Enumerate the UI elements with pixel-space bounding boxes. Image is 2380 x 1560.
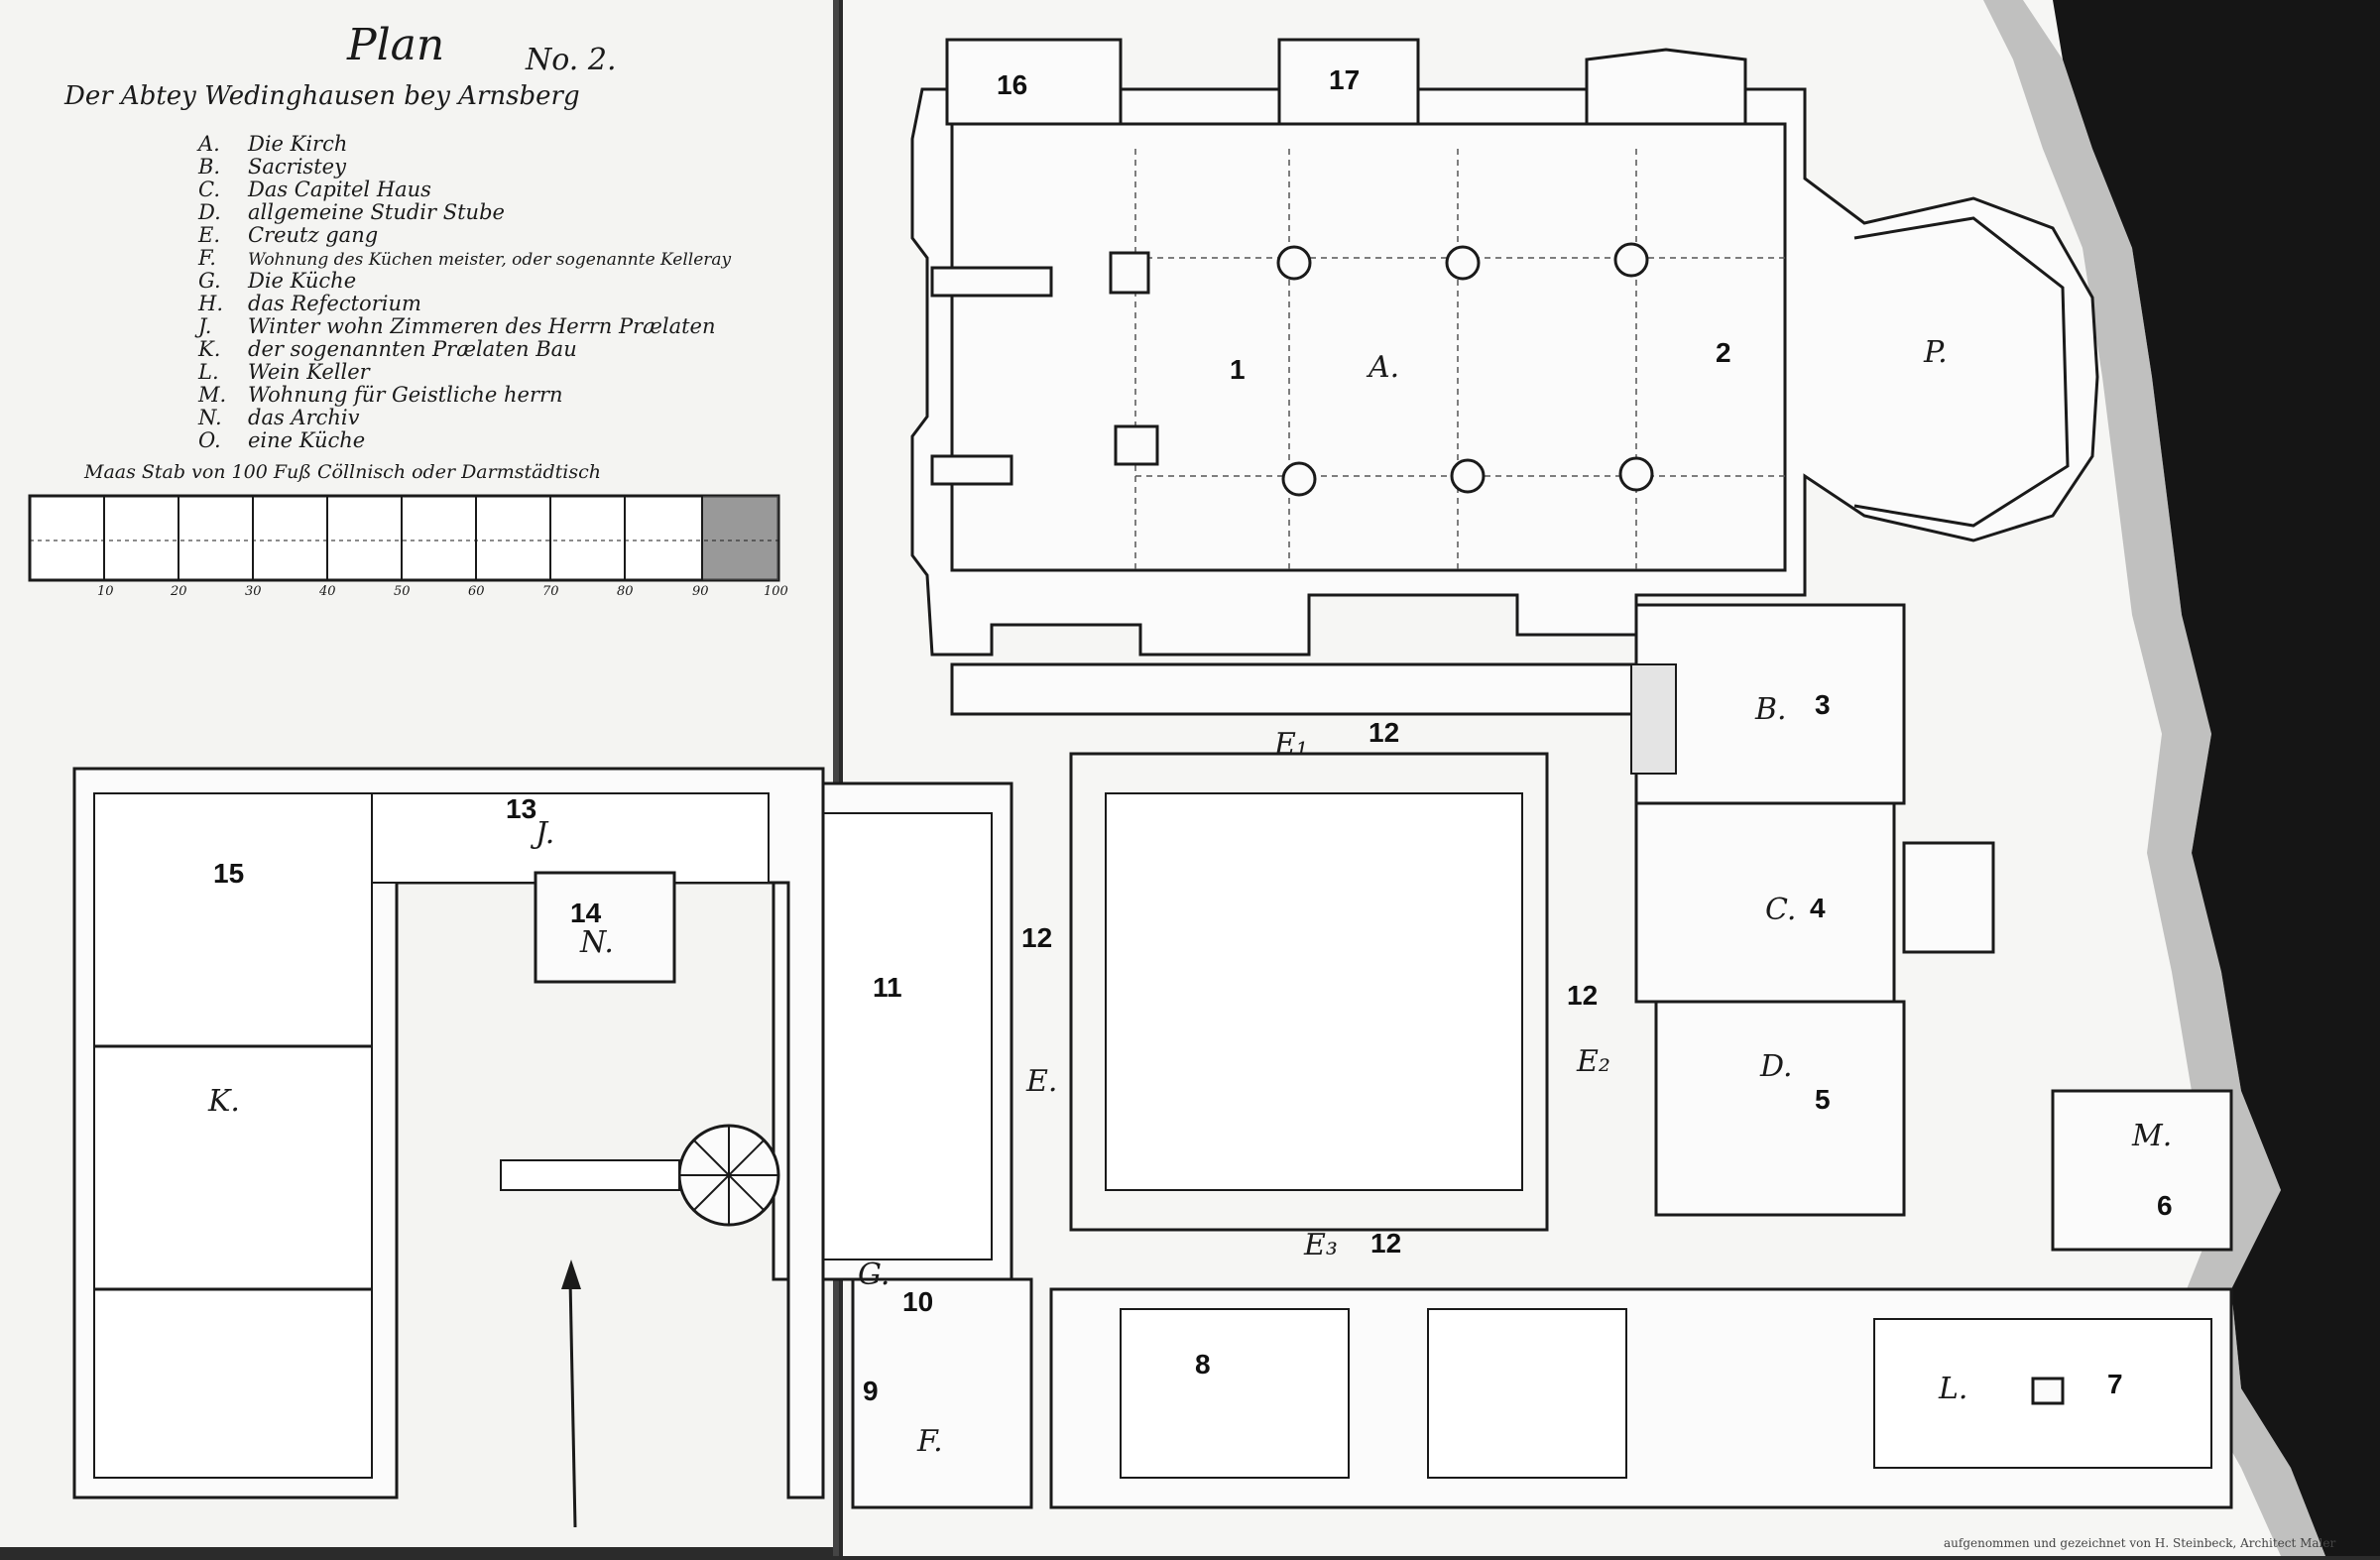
- scale-tick: 40: [318, 584, 336, 599]
- letter-e1: E₁: [1273, 727, 1308, 762]
- letter-e: E.: [1025, 1064, 1057, 1099]
- letter-a: A.: [1366, 350, 1399, 385]
- letter-l: L.: [1938, 1372, 1967, 1406]
- legend-text: Sacristey: [248, 155, 347, 179]
- room-12-east: 12: [1567, 980, 1598, 1011]
- south-range: [851, 1277, 2233, 1509]
- legend-text: Wohnung des Küchen meister, oder sogenan…: [248, 250, 732, 270]
- room-10: 10: [902, 1286, 933, 1317]
- room-17: 17: [1329, 64, 1360, 95]
- room-16: 16: [997, 69, 1027, 100]
- scale-tick: 60: [468, 584, 485, 599]
- scale-bar: [28, 494, 780, 582]
- cloister: [1069, 752, 1549, 1232]
- passage: [950, 662, 1638, 716]
- legend-key: L.: [197, 360, 219, 384]
- scale-tick: 80: [617, 584, 634, 599]
- legend-text: Die Kirch: [247, 132, 347, 156]
- scale-tick: 70: [542, 584, 559, 599]
- legend-text: allgemeine Studir Stube: [248, 200, 505, 224]
- legend-text: Das Capitel Haus: [247, 178, 431, 201]
- legend-key: O.: [198, 428, 221, 452]
- letter-c: C.: [1765, 893, 1796, 927]
- room-12-south: 12: [1370, 1228, 1401, 1259]
- room-15: 15: [213, 858, 244, 889]
- legend-key: B.: [197, 155, 220, 179]
- west-range: [72, 767, 1013, 1528]
- legend-text: Die Küche: [247, 269, 356, 293]
- room-3: 3: [1815, 689, 1831, 720]
- room-6: 6: [2157, 1190, 2173, 1221]
- letter-n: N.: [579, 925, 614, 960]
- plan-number: No. 2.: [525, 43, 616, 77]
- letter-m: M.: [2131, 1119, 2172, 1153]
- room-5: 5: [1815, 1084, 1831, 1115]
- room-12-north: 12: [1368, 717, 1399, 748]
- room-12-west: 12: [1021, 922, 1052, 953]
- scale-tick: 30: [245, 584, 262, 599]
- scale-tick: 50: [394, 584, 411, 599]
- scale-label: Maas Stab von 100 Fuß Cöllnisch oder Dar…: [83, 461, 601, 483]
- scale-ticks: 10 20 30 40 50 60 70 80 90 100: [97, 584, 788, 599]
- room-numbers: 1 2 3 4 5 6 7 8 9 10 11 12 12 12 12 13 1…: [213, 64, 2173, 1406]
- letter-b: B.: [1754, 692, 1787, 727]
- legend-text: Wein Keller: [248, 360, 372, 384]
- letter-k: K.: [207, 1084, 240, 1119]
- room-7: 7: [2107, 1369, 2123, 1399]
- legend-key: F.: [197, 246, 216, 270]
- legend-key: H.: [197, 292, 223, 315]
- scale-tick: 20: [170, 584, 187, 599]
- east-range: [1630, 603, 2233, 1252]
- plan-subtitle: Der Abtey Wedinghausen bey Arnsberg: [63, 81, 580, 111]
- legend-text: Winter wohn Zimmeren des Herrn Prælaten: [248, 314, 716, 338]
- legend-key: M.: [197, 383, 226, 407]
- letter-p: P.: [1923, 335, 1948, 370]
- legend-key: E.: [197, 223, 220, 247]
- legend-key: A.: [196, 132, 220, 156]
- room-14: 14: [570, 898, 602, 928]
- letter-f: F.: [916, 1424, 943, 1459]
- legend-text: Creutz gang: [248, 223, 378, 247]
- legend-key: C.: [198, 178, 220, 201]
- room-13: 13: [506, 793, 536, 824]
- legend-text: eine Küche: [248, 428, 365, 452]
- room-11: 11: [873, 972, 902, 1003]
- legend-key: K.: [197, 337, 220, 361]
- letter-g: G.: [858, 1258, 890, 1292]
- room-2: 2: [1716, 337, 1731, 368]
- scale-tick: 10: [97, 584, 114, 599]
- legend-text: der sogenannten Prælaten Bau: [248, 337, 577, 361]
- letter-e2: E₂: [1576, 1044, 1610, 1079]
- room-4: 4: [1810, 893, 1826, 923]
- plan-title: Plan: [346, 20, 444, 70]
- legend-key: N.: [197, 406, 222, 429]
- room-9: 9: [863, 1376, 879, 1406]
- engraver-credit: aufgenommen und gezeichnet von H. Steinb…: [1944, 1536, 2335, 1550]
- church-building: [910, 38, 2099, 657]
- legend-key: D.: [197, 200, 221, 224]
- river-bank: [2053, 0, 2380, 1556]
- legend-key: G.: [198, 269, 221, 293]
- river-stipple: [1983, 0, 2325, 1556]
- letter-e3: E₃: [1303, 1228, 1338, 1262]
- room-1: 1: [1230, 354, 1246, 385]
- letter-d: D.: [1759, 1049, 1793, 1084]
- legend: A. Die Kirch B. Sacristey C. Das Capitel Ha…: [194, 132, 732, 452]
- legend-key: J.: [194, 314, 211, 338]
- legend-text: das Refectorium: [248, 292, 421, 315]
- room-8: 8: [1195, 1349, 1211, 1380]
- scale-tick: 90: [692, 584, 709, 599]
- legend-text: das Archiv: [248, 406, 360, 429]
- legend-text: Wohnung für Geistliche herrn: [248, 383, 563, 407]
- scale-tick: 100: [764, 584, 788, 599]
